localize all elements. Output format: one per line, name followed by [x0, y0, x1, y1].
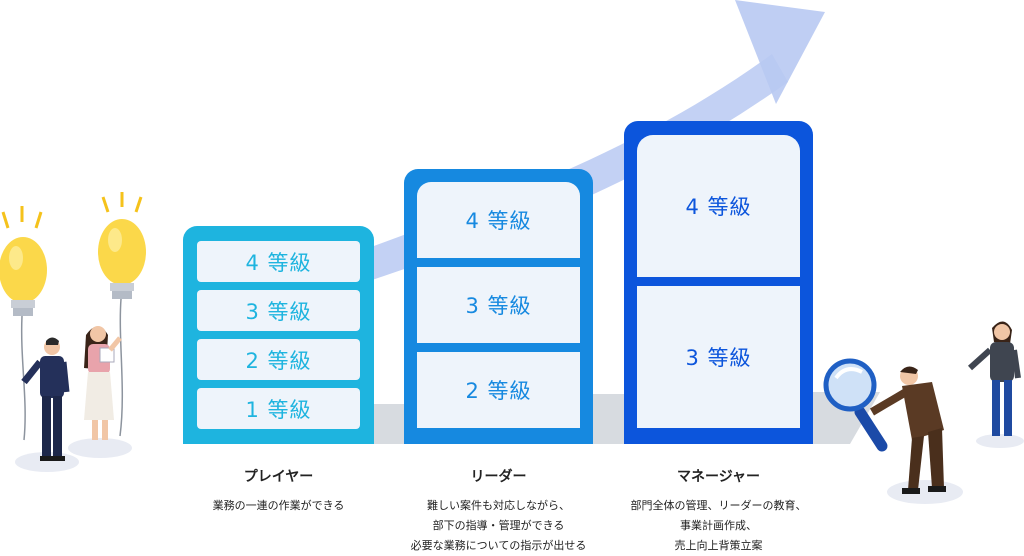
description-line: 事業計画作成、 [680, 519, 757, 532]
leader-column: 4 等級 3 等級 2 等級 [404, 169, 593, 444]
businesswoman-figure [68, 326, 132, 458]
description-line: 必要な業務についての指示が出せる [410, 539, 587, 552]
leader-title: リーダー [470, 469, 527, 485]
lightbulb-icon [0, 206, 47, 441]
description-line: 業務の一連の作業ができる [212, 499, 345, 512]
grade-cell: 3 等級 [417, 267, 580, 343]
grade-cell: 2 等級 [197, 339, 360, 380]
man-inspecting-figure [869, 366, 963, 504]
grade-cell: 3 等級 [637, 286, 800, 428]
lightbulb-icon [98, 192, 146, 437]
description-line: 売上向上背策立案 [674, 539, 763, 552]
floor-shadow [593, 394, 624, 444]
grade-cell: 2 等級 [417, 352, 580, 428]
presenter-figure [967, 321, 1024, 448]
manager-description: 部門全体の管理、リーダーの教育、 事業計画作成、 売上向上背策立案 [604, 496, 833, 556]
manager-column: 4 等級 3 等級 [624, 121, 813, 444]
grade-cell: 3 等級 [197, 290, 360, 331]
description-line: 難しい案件も対応しながら、 [427, 499, 570, 512]
description-line: 部門全体の管理、リーダーの教育、 [630, 499, 807, 512]
manager-title: マネージャー [676, 469, 761, 485]
floor-shadow [372, 404, 404, 444]
player-description: 業務の一連の作業ができる [163, 496, 394, 516]
leader-description: 難しい案件も対応しながら、 部下の指導・管理ができる 必要な業務についての指示が… [384, 496, 613, 556]
player-column: 4 等級 3 等級 2 等級 1 等級 [183, 226, 374, 444]
grade-cell: 4 等級 [417, 182, 580, 258]
grade-cell: 4 等級 [197, 241, 360, 282]
description-line: 部下の指導・管理ができる [432, 519, 565, 532]
magnifier-icon [823, 358, 888, 452]
player-title: プレイヤー [243, 469, 314, 485]
businessman-figure [15, 337, 79, 472]
grade-cell: 4 等級 [637, 135, 800, 277]
grade-cell: 1 等級 [197, 388, 360, 429]
